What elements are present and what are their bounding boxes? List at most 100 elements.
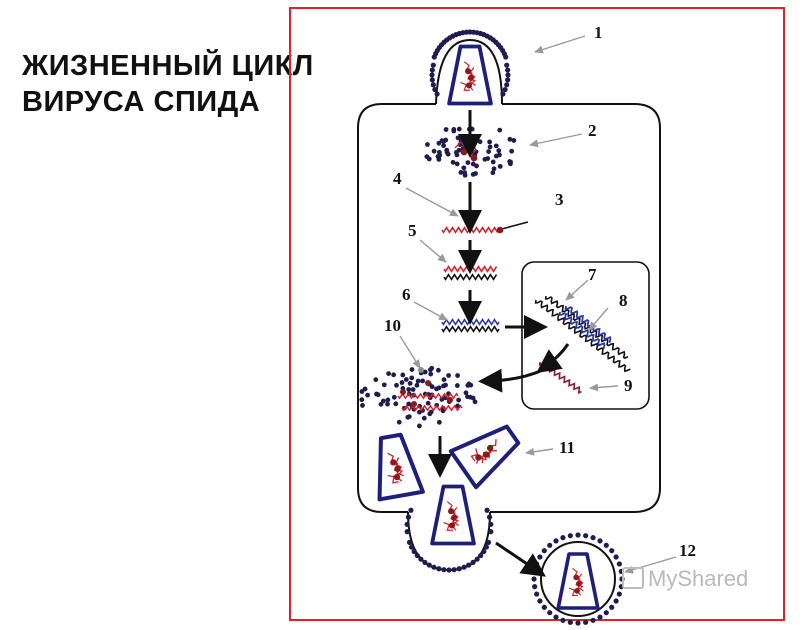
surface-protein — [414, 552, 420, 559]
surface-protein — [534, 591, 540, 597]
surface-protein — [547, 610, 553, 616]
surface-protein — [406, 539, 413, 545]
enzyme-dot — [460, 148, 468, 156]
protein-dot — [462, 172, 468, 178]
surface-protein — [560, 535, 566, 541]
enzyme-dot — [466, 82, 473, 89]
protein-dot — [406, 387, 412, 392]
surface-protein — [531, 576, 537, 582]
protein-dot — [497, 127, 503, 133]
protein-dot — [443, 382, 448, 388]
host-dna-strand — [534, 299, 631, 373]
surface-protein — [418, 556, 424, 562]
protein-dot — [493, 143, 499, 149]
callout-8: 8 — [619, 291, 628, 310]
surface-protein — [485, 539, 492, 545]
enzyme-dot — [574, 588, 580, 594]
protein-dot — [493, 153, 499, 159]
protein-dot — [407, 380, 413, 386]
virion-attaching — [429, 29, 511, 106]
protein-dot — [360, 403, 365, 408]
protein-dot — [443, 127, 449, 132]
callout-5: 5 — [408, 221, 417, 240]
protein-dot — [441, 143, 447, 149]
surface-protein — [505, 77, 511, 83]
protein-dot — [487, 144, 493, 150]
new-capsids — [377, 424, 521, 502]
surface-protein — [541, 548, 547, 554]
protein-dot — [490, 170, 496, 176]
protein-dot — [509, 148, 515, 154]
callout-12: 12 — [679, 541, 696, 560]
protein-dot — [385, 397, 391, 403]
surface-protein — [597, 538, 603, 544]
enzyme-dot — [393, 473, 401, 481]
new-rna-strand — [401, 404, 463, 412]
protein-dot — [393, 401, 399, 407]
protein-dot — [359, 389, 365, 394]
surface-protein — [430, 62, 436, 68]
slide-title: ЖИЗНЕННЫЙ ЦИКЛ ВИРУСА СПИДА — [22, 48, 313, 120]
protein-dot — [486, 149, 492, 154]
surface-protein — [484, 507, 490, 513]
surface-protein — [537, 598, 543, 604]
surface-protein — [451, 567, 457, 573]
enzyme-dot — [447, 397, 453, 403]
protein-dot — [424, 154, 430, 159]
surface-protein — [609, 604, 615, 610]
host-dna-strand — [544, 295, 629, 360]
nucleus — [521, 261, 650, 410]
capsid-core — [447, 44, 493, 106]
protein-dot — [378, 401, 384, 407]
surface-protein — [411, 548, 417, 555]
protein-dot — [359, 397, 365, 403]
surface-protein — [426, 562, 432, 568]
surface-protein — [478, 552, 484, 559]
protein-dot — [507, 136, 513, 142]
proviral-dna — [564, 305, 612, 343]
surface-protein — [486, 514, 493, 520]
surface-protein — [502, 86, 508, 93]
surface-protein — [432, 86, 438, 93]
protein-dot — [472, 399, 478, 405]
mature-virion — [531, 532, 625, 626]
enzyme-dot — [465, 68, 472, 75]
budding-virion — [404, 484, 494, 573]
protein-dot — [454, 152, 460, 158]
capsid-core — [448, 424, 521, 490]
surface-protein — [408, 507, 414, 513]
new-rna-strand — [397, 392, 459, 400]
proviral-dna — [558, 311, 606, 349]
leader-lines — [399, 35, 677, 574]
surface-protein — [504, 82, 510, 88]
flow-arrows — [428, 110, 570, 577]
callout-2: 2 — [588, 121, 597, 140]
protein-dot — [406, 401, 412, 407]
protein-dot — [508, 161, 513, 167]
surface-protein — [613, 598, 619, 604]
protein-dot — [472, 138, 477, 144]
surface-protein — [616, 561, 622, 567]
surface-protein — [603, 610, 609, 616]
protein-dot — [429, 365, 435, 371]
protein-dot — [420, 378, 426, 384]
surface-protein — [466, 562, 472, 568]
surface-protein — [461, 564, 467, 570]
surface-protein — [613, 554, 619, 560]
protein-dot — [470, 395, 476, 401]
surface-protein — [505, 72, 511, 78]
surface-protein — [597, 614, 603, 620]
surface-protein — [404, 521, 410, 527]
protein-dot — [450, 159, 456, 165]
protein-dot — [455, 373, 460, 378]
protein-dot — [415, 378, 421, 384]
protein-dot — [391, 394, 397, 400]
surface-protein — [504, 62, 510, 68]
protein-dot — [406, 414, 412, 420]
title-line-2: ВИРУСА СПИДА — [22, 86, 261, 118]
protein-dot — [456, 397, 461, 403]
protein-dot — [454, 383, 460, 388]
protein-dot — [381, 382, 387, 388]
surface-protein — [609, 548, 615, 554]
surface-protein — [481, 548, 487, 555]
